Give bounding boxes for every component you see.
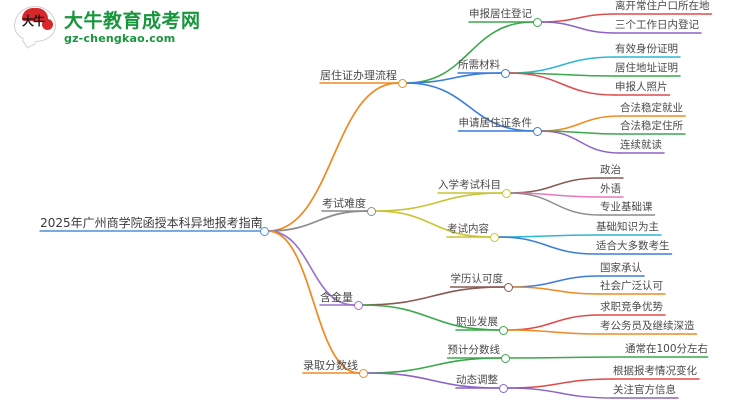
node-dot[interactable] (366, 206, 376, 216)
node-dot[interactable] (498, 325, 508, 335)
node-dot[interactable] (353, 300, 363, 310)
node-label[interactable]: 动态调整 (456, 374, 498, 386)
logo-title-cn: 大牛教育成考网 (64, 10, 201, 32)
node-label[interactable]: 外语 (600, 183, 621, 195)
node-label[interactable]: 申请居住证条件 (458, 117, 533, 129)
node-label[interactable]: 国家承认 (600, 262, 642, 274)
node-label[interactable]: 连续就读 (620, 139, 662, 151)
node-label[interactable]: 通常在100分左右 (625, 343, 709, 355)
node-label[interactable]: 含金量 (320, 291, 353, 304)
node-label[interactable]: 求职竞争优势 (600, 301, 663, 313)
node-dot[interactable] (503, 282, 513, 292)
node-label[interactable]: 所需材料 (458, 59, 500, 71)
node-label[interactable]: 关注官方信息 (613, 384, 676, 396)
node-label[interactable]: 考试难度 (322, 197, 366, 210)
node-dot[interactable] (532, 126, 542, 136)
node-label[interactable]: 政治 (600, 164, 621, 176)
node-dot[interactable] (397, 78, 407, 88)
node-label[interactable]: 有效身份证明 (615, 43, 678, 55)
node-label[interactable]: 学历认可度 (450, 273, 504, 285)
node-label[interactable]: 社会广泛认可 (600, 280, 663, 292)
logo-wordmark: 大牛教育成考网 gz-chengkao.com (64, 10, 201, 46)
node-label[interactable]: 离开常住户口所在地 (615, 0, 710, 12)
node-dot[interactable] (358, 368, 368, 378)
node-label[interactable]: 职业发展 (456, 316, 498, 328)
node-label[interactable]: 预计分数线 (447, 344, 501, 356)
node-label[interactable]: 合法稳定就业 (620, 102, 683, 114)
node-dot[interactable] (501, 188, 511, 198)
node-dot[interactable] (259, 226, 269, 236)
node-label[interactable]: 居住地址证明 (615, 62, 678, 74)
logo-red-dot-icon (42, 19, 53, 30)
node-dot[interactable] (498, 383, 508, 393)
node-label[interactable]: 考公务员及继续深造 (600, 320, 695, 332)
node-label[interactable]: 居住证办理流程 (320, 69, 397, 82)
node-label[interactable]: 根据报考情况变化 (613, 365, 697, 377)
node-label[interactable]: 入学考试科目 (438, 179, 501, 191)
node-dot[interactable] (500, 68, 510, 78)
node-dot[interactable] (500, 353, 510, 363)
node-label[interactable]: 合法稳定住所 (620, 120, 683, 132)
node-label[interactable]: 适合大多数考生 (596, 240, 670, 252)
node-label[interactable]: 专业基础课 (600, 201, 653, 213)
logo-mark-text: 大牛 (21, 14, 45, 28)
node-dot[interactable] (532, 17, 542, 27)
node-label[interactable]: 录取分数线 (303, 359, 358, 372)
node-dot[interactable] (489, 232, 499, 242)
node-label[interactable]: 三个工作日内登记 (615, 19, 699, 31)
node-label[interactable]: 基础知识为主 (596, 221, 659, 233)
node-label[interactable]: 申报居住登记 (469, 8, 532, 20)
node-label[interactable]: 申报人照片 (615, 81, 668, 93)
site-logo[interactable]: 大牛 大牛教育成考网 gz-chengkao.com (14, 6, 201, 50)
node-label[interactable]: 2025年广州商学院函授本科异地报考指南 (40, 216, 263, 230)
logo-red-arc-icon (22, 8, 48, 21)
logo-url: gz-chengkao.com (64, 32, 176, 45)
logo-mark-icon: 大牛 (14, 6, 58, 50)
node-label[interactable]: 考试内容 (447, 223, 489, 235)
